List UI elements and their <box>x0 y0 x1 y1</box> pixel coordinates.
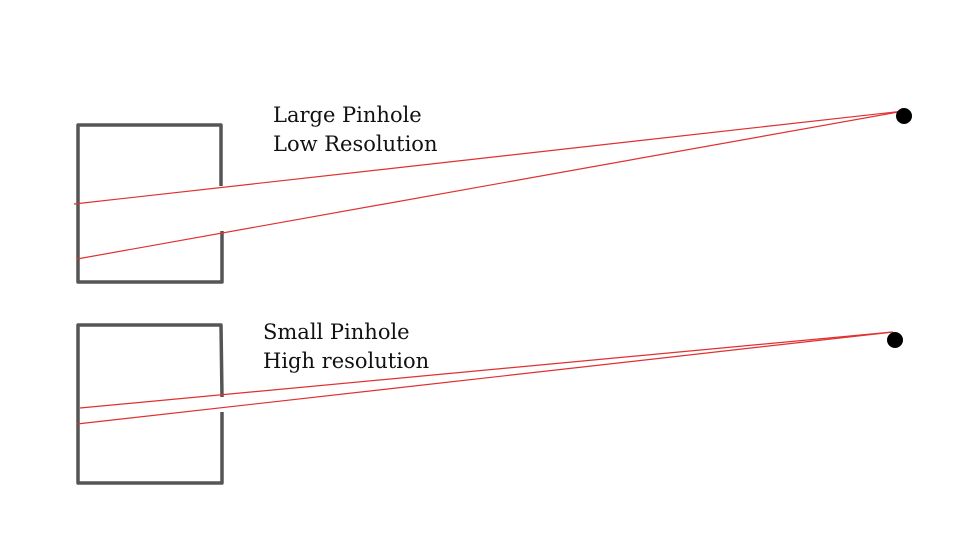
light-ray-upper <box>79 331 894 409</box>
small-pinhole-label: Small Pinhole High resolution <box>263 318 429 376</box>
camera-box-large-pinhole <box>76 123 224 284</box>
label-line-1: Large Pinhole <box>273 103 422 127</box>
light-ray-upper <box>73 110 905 205</box>
large-pinhole-diagram <box>73 108 912 284</box>
label-line-2: Low Resolution <box>273 132 438 156</box>
label-line-2: High resolution <box>263 349 430 373</box>
light-source-point <box>887 332 903 348</box>
small-pinhole-diagram <box>76 323 903 485</box>
large-pinhole-label: Large Pinhole Low Resolution <box>273 101 437 159</box>
light-ray-lower <box>76 110 905 260</box>
light-source-point <box>896 108 912 124</box>
light-ray-lower <box>76 331 894 425</box>
label-line-1: Small Pinhole <box>263 320 410 344</box>
camera-box-small-pinhole <box>76 323 224 485</box>
